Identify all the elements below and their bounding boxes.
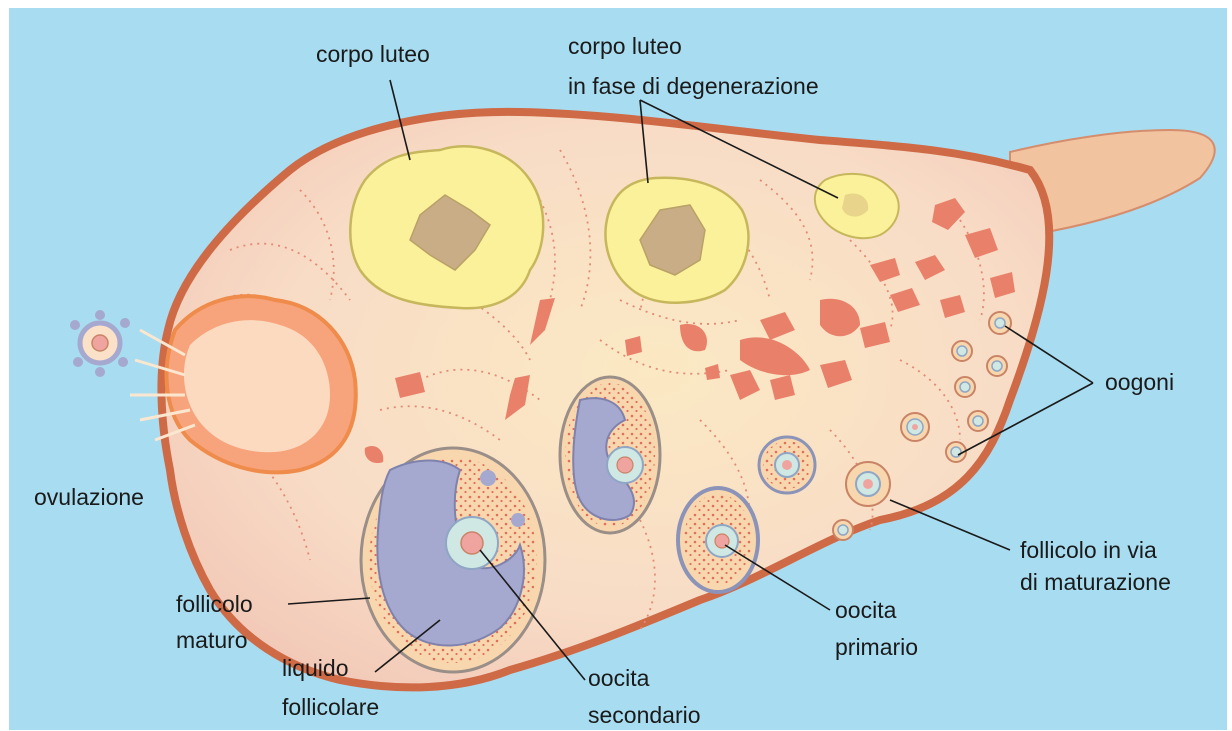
ovulating-follicle	[70, 296, 356, 472]
label-follicolo-via-line1: follicolo in via	[1020, 537, 1157, 563]
label-oocita-primario-line2: primario	[835, 634, 918, 660]
maturing-follicle	[846, 462, 890, 506]
label-follicolo-via-line2: di maturazione	[1020, 569, 1171, 595]
label-ovulazione: ovulazione	[34, 484, 144, 510]
label-oogoni: oogoni	[1105, 369, 1174, 395]
label-oocita-primario-line1: oocita	[835, 597, 897, 623]
antral-follicle	[560, 377, 660, 533]
corpus-luteum	[350, 146, 543, 308]
label-follicolo-maturo-line2: maturo	[176, 627, 248, 653]
mature-follicle	[361, 448, 545, 672]
leader-follicolo-via	[890, 500, 1010, 550]
label-oocita-secondario-line2: secondario	[588, 702, 701, 728]
label-degenerazione-line2: in fase di degenerazione	[568, 73, 819, 99]
label-follicolo-maturo-line1: follicolo	[176, 591, 253, 617]
primary-follicle	[678, 488, 758, 592]
label-degenerazione-line1: corpo luteo	[568, 33, 682, 59]
label-liquido-line2: follicolare	[282, 694, 379, 720]
corpus-luteum-degenerating	[606, 178, 749, 303]
label-oocita-secondario-line1: oocita	[588, 665, 650, 691]
label-corpo-luteo: corpo luteo	[316, 41, 430, 67]
label-liquido-line1: liquido	[282, 655, 349, 681]
secondary-follicle	[759, 437, 815, 493]
